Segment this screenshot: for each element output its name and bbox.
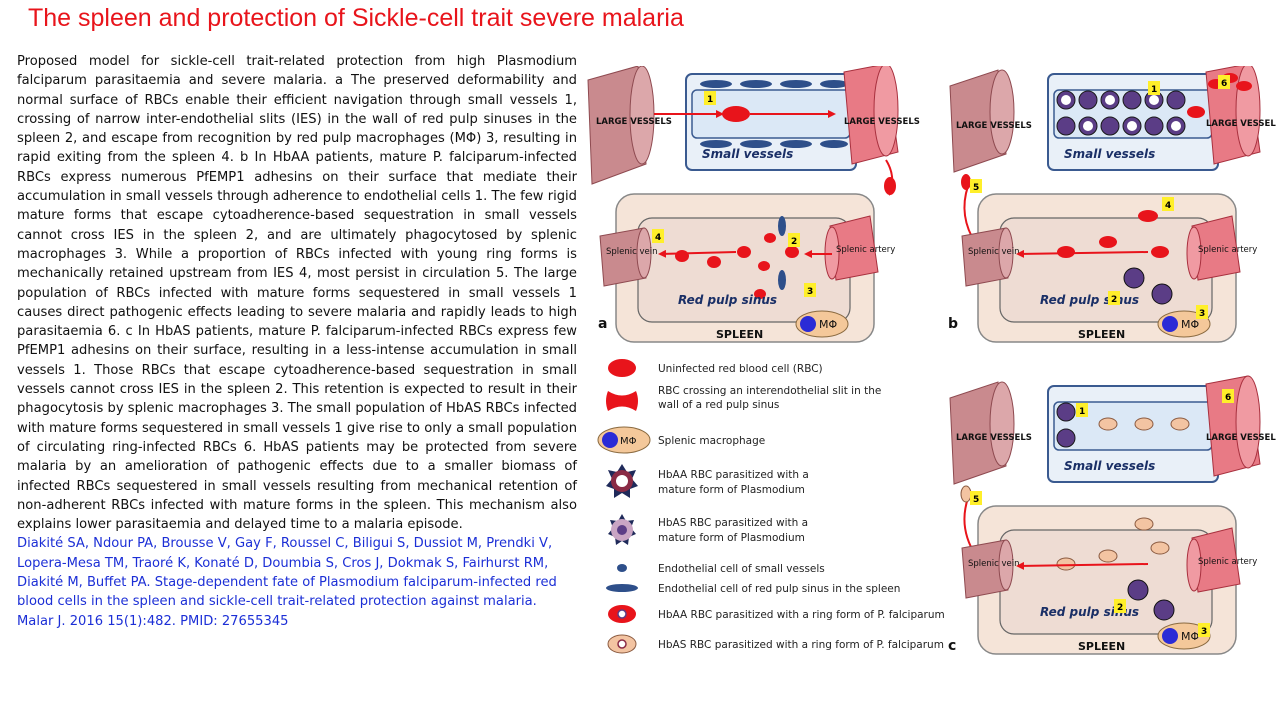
splenic-artery-label: Splenic artery — [1198, 557, 1257, 567]
model-diagram: LARGE VESSELS Small vessels LARGE VESSEL… — [587, 63, 1280, 655]
large-vessels-left — [587, 65, 655, 185]
step-number: 1 — [707, 95, 713, 105]
legend-item: Endothelial cell of small vessels — [658, 563, 825, 575]
small-vessels-label: Small vessels — [1064, 147, 1155, 161]
step-number: 2 — [791, 237, 797, 247]
step-number: 3 — [1199, 309, 1205, 319]
legend-item: RBC crossing an interendothelial slit in… — [658, 385, 882, 411]
large-vessels-label-right: LARGE VESSELS — [1206, 433, 1276, 443]
macrophage-label: MΦ — [1181, 318, 1199, 331]
legend-item: HbAS RBC parasitized with a ring form of… — [658, 639, 944, 651]
small-vessels-box: Small vessels — [685, 73, 857, 171]
legend-item: Endothelial cell of red pulp sinus in th… — [658, 583, 900, 595]
legend-item: Uninfected red blood cell (RBC) — [658, 363, 823, 375]
panel-c: LARGE VESSELS Small vessels LARGE VESSEL… — [948, 375, 1280, 655]
macrophage-icon-label: MΦ — [620, 436, 637, 447]
panel-b: LARGE VESSELS Small vessels LARGE VESSEL… — [948, 63, 1280, 343]
sinus-endothelial-icon — [606, 584, 638, 592]
legend: Uninfected red blood cell (RBC) RBC cros… — [597, 359, 945, 654]
splenic-vein-label: Splenic vein — [968, 247, 1020, 257]
hbas-ring-icon — [607, 634, 637, 654]
step-number: 1 — [1079, 407, 1085, 417]
page-title: The spleen and protection of Sickle-cell… — [28, 4, 684, 32]
large-vessels-right — [843, 63, 899, 165]
large-vessels-label-right: LARGE VESSELS — [1206, 119, 1276, 129]
large-vessels-label-right: LARGE VESSELS — [844, 117, 920, 127]
panel-letter-a: a — [598, 316, 607, 332]
spleen-label: SPLEEN — [716, 328, 763, 341]
step-number: 3 — [1201, 627, 1207, 637]
panel-a: LARGE VESSELS Small vessels LARGE VESSEL… — [587, 63, 920, 343]
macrophage-label: MΦ — [1181, 630, 1199, 643]
step-number: 3 — [807, 287, 813, 297]
large-vessels-label-left: LARGE VESSELS — [956, 121, 1032, 131]
step-number: 6 — [1221, 79, 1227, 89]
legend-item: Splenic macrophage — [658, 435, 765, 447]
step-number: 2 — [1117, 603, 1123, 613]
splenic-artery-label: Splenic artery — [1198, 245, 1257, 255]
red-pulp-sinus-label: Red pulp sinus — [678, 293, 777, 307]
figure-caption: Proposed model for sickle-cell trait-rel… — [17, 52, 577, 631]
small-vessel-endothelial-icon — [617, 564, 627, 572]
large-vessels-label-left: LARGE VESSELS — [596, 117, 672, 127]
spleen-box — [599, 193, 879, 343]
step-number: 6 — [1225, 393, 1231, 403]
splenic-vein-label: Splenic vein — [968, 559, 1020, 569]
step-number: 5 — [973, 495, 979, 505]
hbaa-ring-icon — [608, 605, 636, 623]
red-pulp-sinus-label: Red pulp sinus — [1040, 293, 1139, 307]
macrophage-label: MΦ — [819, 318, 837, 331]
splenic-vein-label: Splenic vein — [606, 247, 658, 257]
model-figure: LARGE VESSELS Small vessels LARGE VESSEL… — [586, 63, 1280, 660]
step-number: 2 — [1111, 295, 1117, 305]
spleen-label: SPLEEN — [1078, 640, 1125, 653]
splenic-artery-label: Splenic artery — [836, 245, 895, 255]
uninfected-rbc-icon — [608, 359, 636, 377]
hbas-mature-icon — [608, 514, 636, 545]
small-vessels-label: Small vessels — [1064, 459, 1155, 473]
small-vessels-label: Small vessels — [702, 147, 793, 161]
macrophage-icon: MΦ — [597, 426, 651, 454]
legend-item: HbAA RBC parasitized with a mature form … — [658, 469, 809, 500]
step-number: 4 — [1165, 201, 1171, 211]
citation-text: Diakité SA, Ndour PA, Brousse V, Gay F, … — [17, 536, 557, 629]
legend-item: HbAS RBC parasitized with a mature form … — [658, 517, 809, 548]
large-vessels-label-left: LARGE VESSELS — [956, 433, 1032, 443]
hbaa-mature-icon — [606, 464, 638, 498]
step-number: 5 — [973, 183, 979, 193]
panel-letter-c: c — [948, 638, 956, 654]
caption-text: Proposed model for sickle-cell trait-rel… — [17, 54, 577, 533]
step-number: 4 — [655, 233, 661, 243]
rbc-crossing-slit-icon — [606, 391, 638, 411]
legend-item: HbAA RBC parasitized with a ring form of… — [658, 609, 945, 621]
panel-letter-b: b — [948, 316, 958, 332]
spleen-label: SPLEEN — [1078, 328, 1125, 341]
step-number: 1 — [1151, 85, 1157, 95]
